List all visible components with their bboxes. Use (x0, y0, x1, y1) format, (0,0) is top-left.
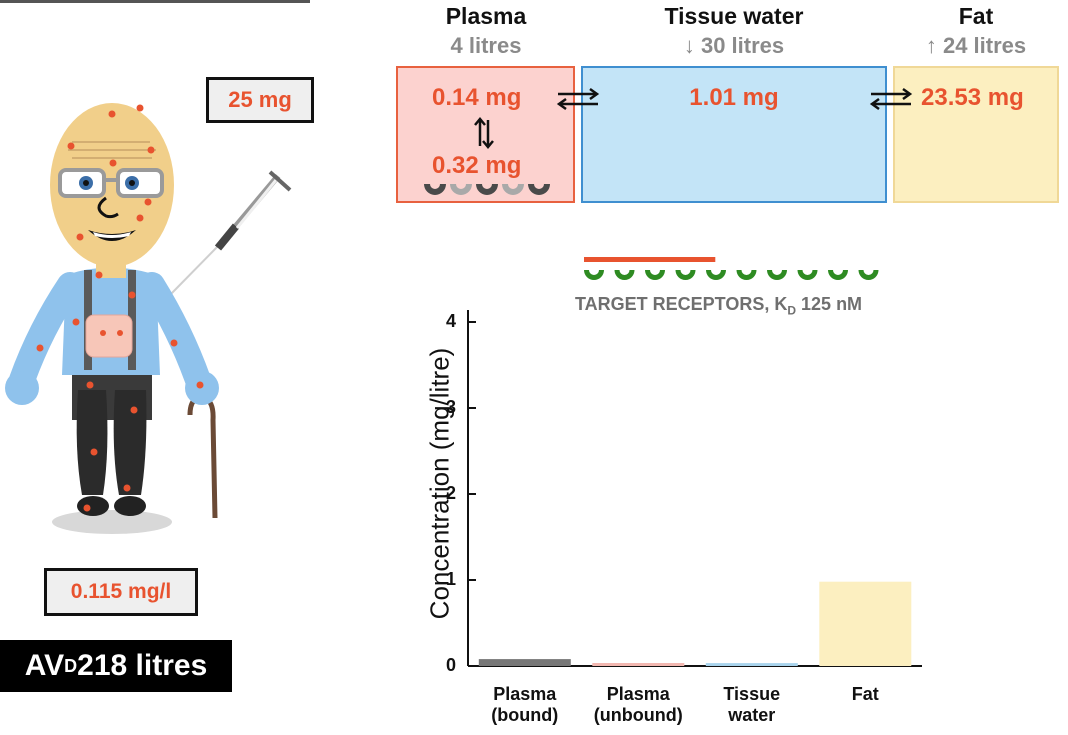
tissue-water-volume-row: ↓ 30 litres (634, 33, 834, 59)
concentration-label-box: 0.115 mg/l (44, 568, 198, 616)
x-category-label-line: Tissue (723, 684, 781, 704)
x-category-label: Plasma(bound) (460, 684, 590, 726)
tissue-water-volume: 30 litres (700, 33, 785, 58)
fat-amount: 23.53 mg (921, 84, 1024, 111)
receptor-occupancy-bar (584, 257, 716, 262)
plasma-protein-binding-sites (424, 184, 550, 195)
receptor-site (645, 270, 665, 280)
x-category-label: Fat (800, 684, 930, 705)
fat-volume: 24 litres (942, 33, 1027, 58)
y-tick-label: 0 (445, 655, 456, 675)
x-category-label-line: Fat (851, 684, 879, 704)
y-tick-label: 2 (445, 483, 456, 503)
y-tick-label: 1 (445, 569, 456, 589)
fat-volume-row: ↑ 24 litres (896, 33, 1056, 59)
concentration-bar-chart (467, 310, 922, 667)
receptor-site (706, 270, 726, 280)
receptor-site (675, 270, 696, 280)
receptor-site (736, 270, 757, 280)
bar-fat (819, 581, 912, 666)
top-edge-bar (0, 0, 310, 3)
tissue-fat-exchange-arrows-icon (869, 87, 913, 111)
target-receptors (584, 257, 879, 280)
receptor-site (584, 270, 604, 280)
x-category-label-line: Plasma (606, 684, 670, 704)
x-category-label-line: (unbound) (593, 705, 683, 725)
receptor-label-prefix: TARGET RECEPTORS, K (575, 294, 788, 314)
x-category-label-line: (bound) (491, 705, 559, 725)
dose-label-box: 25 mg (206, 77, 314, 123)
plasma-volume: 4 litres (450, 33, 522, 58)
x-category-label-line: Plasma (493, 684, 557, 704)
avd-value: 218 litres (77, 649, 208, 682)
avd-prefix: AV (24, 649, 65, 682)
y-tick-label: 3 (445, 397, 456, 417)
receptor-label-suffix: 125 nM (796, 294, 863, 314)
receptor-site (797, 270, 818, 280)
arrow-up-icon: ↑ (925, 33, 937, 58)
receptor-site (614, 270, 635, 280)
receptor-site (858, 270, 879, 280)
receptor-label-subscript: D (787, 303, 797, 318)
receptor-site (828, 270, 848, 280)
tissue-water-compartment: 1.01 mg (581, 66, 887, 203)
x-category-label-line: water (728, 705, 776, 725)
plasma-unbound-amount: 0.14 mg (432, 84, 522, 111)
tissue-water-amount: 1.01 mg (689, 84, 779, 111)
bar-tissue-water (705, 663, 798, 666)
avd-subscript: D (64, 655, 78, 676)
cane-icon (187, 395, 218, 519)
fat-compartment: 23.53 mg (893, 66, 1059, 203)
receptor-site (767, 270, 787, 280)
fat-title: Fat (958, 3, 994, 29)
syringe-icon (169, 170, 292, 296)
plasma-bound-amount: 0.32 mg (432, 152, 522, 179)
bar-plasma-bound (478, 659, 571, 666)
plasma-title: Plasma (445, 3, 527, 29)
arrow-down-icon: ↓ (683, 33, 695, 58)
y-tick-label: 4 (445, 311, 456, 331)
plasma-compartment: 0.14 mg 0.32 mg (396, 66, 575, 203)
tissue-water-title: Tissue water (664, 3, 804, 29)
x-category-label: Plasma(unbound) (573, 684, 703, 726)
target-receptors-label: TARGET RECEPTORS, KD 125 nM (575, 294, 862, 318)
plasma-tissue-exchange-arrows-icon (556, 87, 600, 111)
bar-plasma-unbound (592, 663, 685, 666)
patient-illustration (5, 103, 292, 534)
bind-equilibrium-arrows-icon (474, 117, 494, 149)
